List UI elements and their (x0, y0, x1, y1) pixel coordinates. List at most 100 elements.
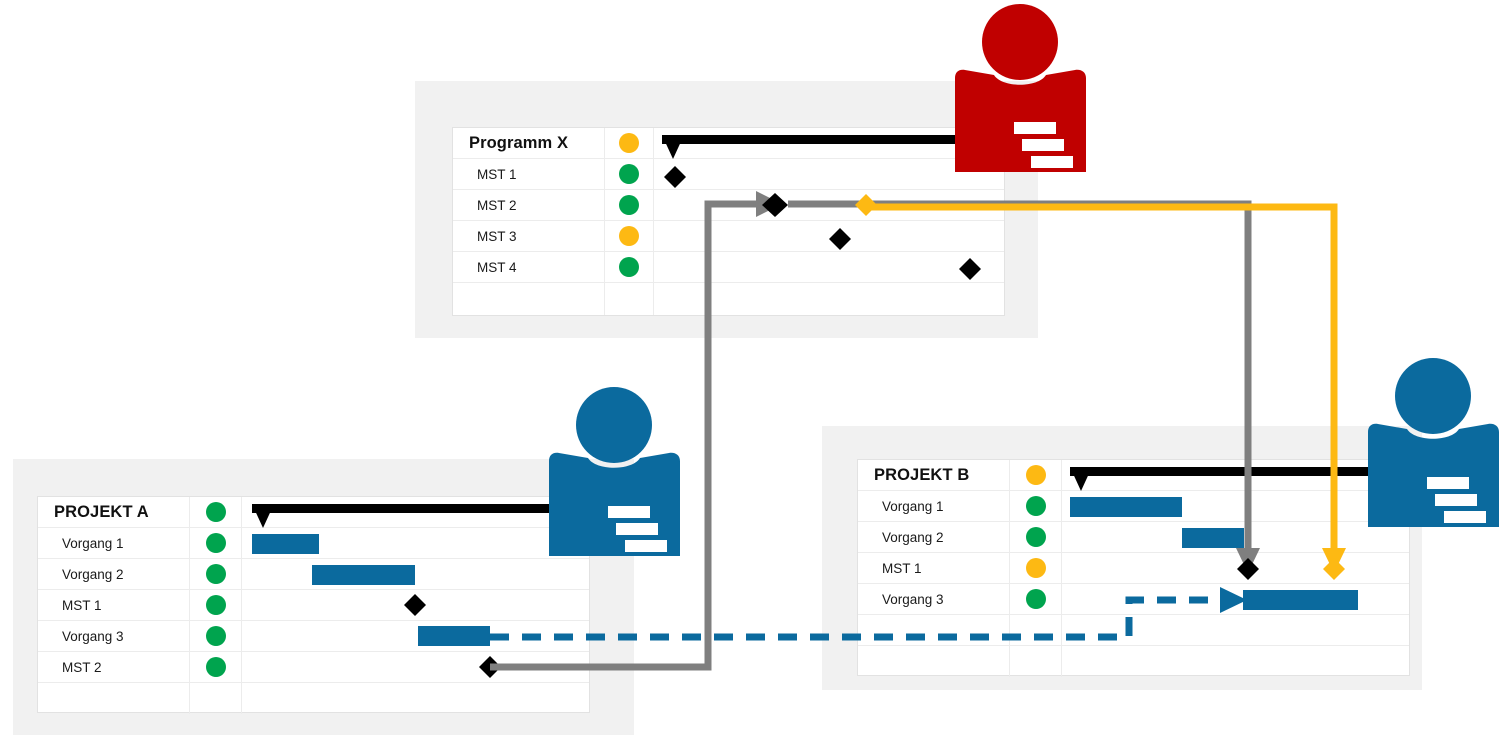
row-label: Vorgang 1 (62, 535, 124, 551)
row-label-cell (858, 615, 1010, 645)
row-label-cell: Vorgang 1 (38, 528, 190, 558)
table-row[interactable]: MST 3 (453, 221, 1004, 252)
row-label-cell (453, 283, 605, 315)
table-row[interactable]: MST 1 (38, 590, 589, 621)
table-row[interactable]: MST 1 (453, 159, 1004, 190)
row-status-cell (190, 559, 242, 589)
row-label-cell (858, 646, 1010, 677)
table-row[interactable]: MST 2 (453, 190, 1004, 221)
row-label: Vorgang 3 (882, 591, 944, 607)
row-status-cell (190, 528, 242, 558)
status-dot-green (619, 257, 639, 277)
status-dot-amber (1025, 558, 1046, 578)
row-label-cell: PROJEKT A (38, 497, 190, 527)
row-label-cell: PROJEKT B (858, 460, 1010, 490)
table-row[interactable]: Programm X (453, 128, 1004, 159)
status-dot-green (1025, 527, 1046, 547)
row-label: MST 4 (477, 259, 517, 275)
status-dot-green (619, 195, 639, 215)
row-status-cell (1010, 460, 1062, 490)
row-status-cell (605, 283, 654, 315)
row-label: MST 3 (477, 228, 517, 244)
row-bars-cell (654, 128, 1004, 158)
status-dot-green (205, 657, 226, 677)
row-label-cell: Vorgang 1 (858, 491, 1010, 521)
row-label: Vorgang 1 (882, 498, 944, 514)
row-label: Vorgang 3 (62, 628, 124, 644)
row-label: MST 2 (62, 659, 102, 675)
status-dot-green (205, 533, 226, 553)
table-row[interactable]: Vorgang 1 (38, 528, 589, 559)
table-row[interactable]: Vorgang 3 (858, 584, 1409, 615)
gantt-table-programm-x: Programm X MST 1 MST 2 (452, 127, 1005, 316)
row-bars-cell (242, 652, 589, 682)
row-status-cell (190, 590, 242, 620)
row-bars-cell (242, 683, 589, 714)
row-label-cell: Vorgang 2 (38, 559, 190, 589)
row-bars-cell (1062, 584, 1409, 614)
status-dot-green (1025, 496, 1046, 516)
row-bars-cell (654, 283, 1004, 315)
row-status-cell (1010, 553, 1062, 583)
table-row-empty (858, 646, 1409, 677)
row-bars-cell (1062, 522, 1409, 552)
row-bars-cell (242, 621, 589, 651)
table-row[interactable]: PROJEKT A (38, 497, 589, 528)
row-bars-cell (242, 559, 589, 589)
row-status-cell (190, 497, 242, 527)
table-row[interactable]: PROJEKT B (858, 460, 1409, 491)
status-dot-amber (1025, 465, 1046, 485)
status-dot-amber (619, 133, 639, 153)
gantt-table-projekt-b: PROJEKT B Vorgang 1 Vorgang 2 (857, 459, 1410, 677)
row-label-cell: MST 3 (453, 221, 605, 251)
row-label: MST 2 (477, 197, 517, 213)
status-dot-green (619, 164, 639, 184)
table-row-empty (453, 283, 1004, 315)
row-bars-cell (1062, 491, 1409, 521)
row-label: MST 1 (62, 597, 102, 613)
table-row[interactable]: Vorgang 2 (858, 522, 1409, 553)
row-bars-cell (1062, 553, 1409, 583)
row-label-cell: Vorgang 3 (38, 621, 190, 651)
row-status-cell (605, 128, 654, 158)
row-status-cell (1010, 522, 1062, 552)
table-row[interactable]: MST 1 (858, 553, 1409, 584)
table-row[interactable]: Vorgang 2 (38, 559, 589, 590)
row-status-cell (605, 252, 654, 282)
row-status-cell (190, 683, 242, 714)
row-status-cell (605, 221, 654, 251)
status-dot-amber (619, 226, 639, 246)
row-bars-cell (1062, 615, 1409, 645)
table-row-empty (858, 615, 1409, 646)
row-label: PROJEKT A (54, 502, 149, 521)
status-dot-green (205, 626, 226, 646)
row-label: PROJEKT B (874, 465, 970, 484)
row-label-cell: MST 1 (858, 553, 1010, 583)
row-label-cell: MST 1 (38, 590, 190, 620)
row-status-cell (190, 652, 242, 682)
row-bars-cell (654, 190, 1004, 220)
row-label: Programm X (469, 133, 569, 152)
row-label: MST 1 (477, 166, 517, 182)
row-status-cell (1010, 491, 1062, 521)
table-row[interactable]: Vorgang 3 (38, 621, 589, 652)
table-row-empty (38, 683, 589, 714)
table-row[interactable]: MST 4 (453, 252, 1004, 283)
row-label-cell: MST 1 (453, 159, 605, 189)
row-status-cell (190, 621, 242, 651)
row-bars-cell (242, 590, 589, 620)
row-bars-cell (654, 221, 1004, 251)
status-dot-green (205, 564, 226, 584)
row-status-cell (1010, 584, 1062, 614)
row-bars-cell (654, 252, 1004, 282)
gantt-table-projekt-a: PROJEKT A Vorgang 1 Vorgang 2 (37, 496, 590, 714)
table-row[interactable]: Vorgang 1 (858, 491, 1409, 522)
status-dot-green (1025, 589, 1046, 609)
row-bars-cell (242, 497, 589, 527)
row-label: MST 1 (882, 560, 922, 576)
row-status-cell (1010, 646, 1062, 677)
row-label-cell: MST 2 (38, 652, 190, 682)
row-status-cell (605, 190, 654, 220)
table-row[interactable]: MST 2 (38, 652, 589, 683)
